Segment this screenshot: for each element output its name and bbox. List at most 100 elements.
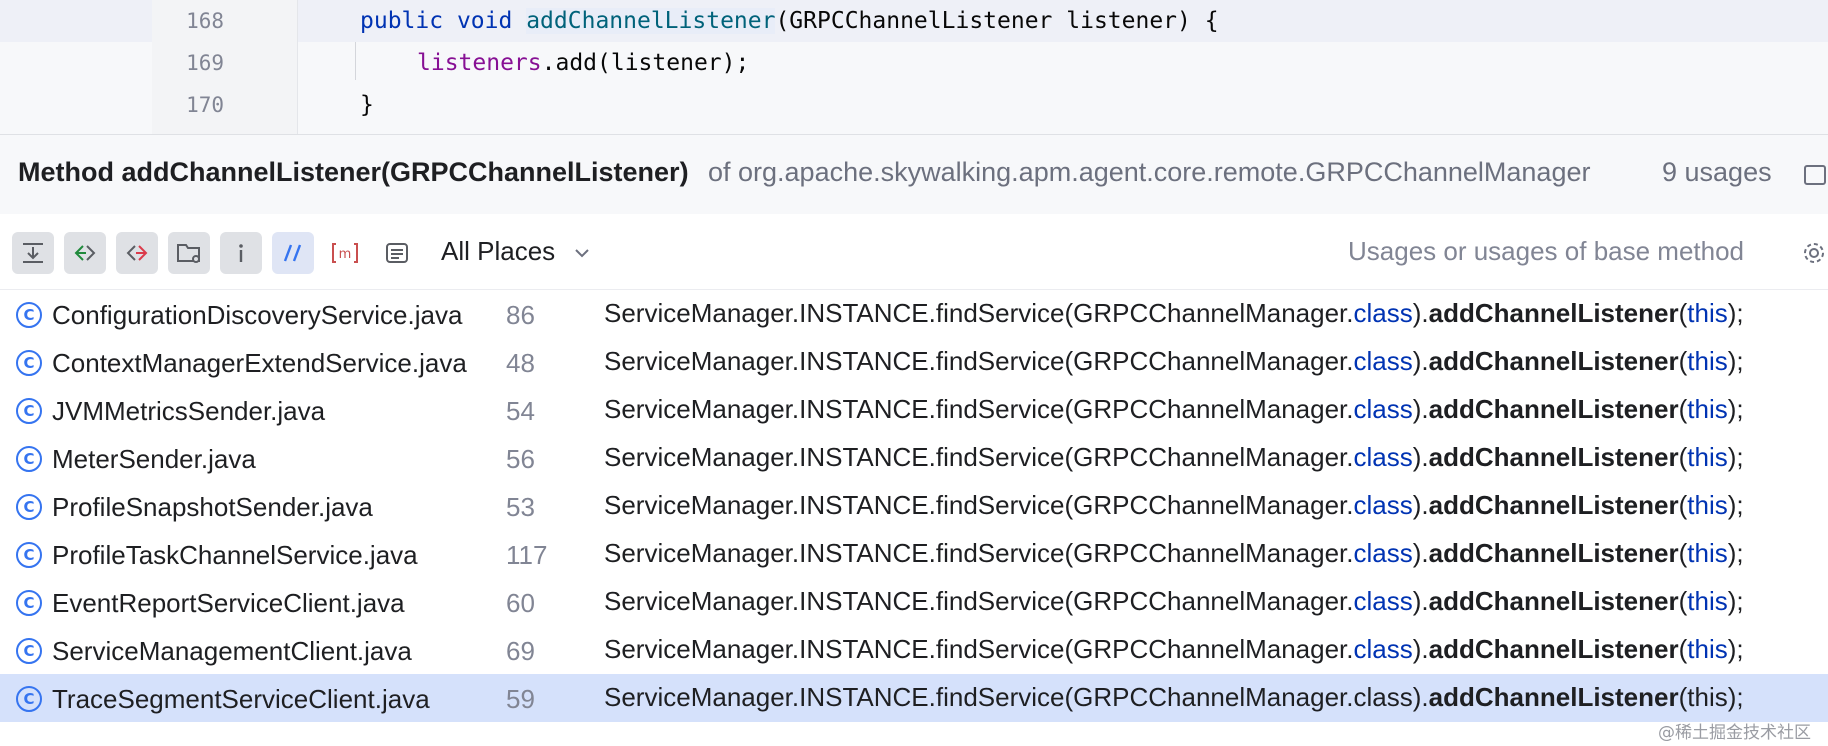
- snippet-close: );: [1727, 538, 1744, 568]
- class-icon: C: [16, 446, 42, 472]
- snippet-close: );: [1727, 346, 1744, 376]
- snippet-keyword-this: this: [1687, 298, 1728, 328]
- snippet-middle: ).: [1412, 538, 1429, 568]
- usage-code-snippet: ServiceManager.INSTANCE.findService(GRPC…: [604, 586, 1744, 617]
- snippet-close: );: [1727, 394, 1744, 424]
- gutter-separator: [297, 0, 298, 134]
- snippet-prefix: ServiceManager.INSTANCE.findService(GRPC…: [604, 586, 1354, 616]
- snippet-method-match: addChannelListener: [1428, 490, 1679, 520]
- usage-code-snippet: ServiceManager.INSTANCE.findService(GRPC…: [604, 634, 1744, 665]
- group-by-directory-icon[interactable]: [168, 232, 210, 274]
- snippet-middle: ).: [1412, 586, 1429, 616]
- gear-icon[interactable]: [1800, 239, 1828, 267]
- code-editor[interactable]: 168 169 170 public void addChannelListen…: [0, 0, 1828, 134]
- find-usages-panel: Method addChannelListener(GRPCChannelLis…: [0, 134, 1828, 746]
- usage-line-number: 48: [506, 348, 535, 378]
- snippet-method-match: addChannelListener: [1428, 442, 1679, 472]
- usage-file-name: MeterSender.java: [52, 444, 256, 474]
- class-icon: C: [16, 686, 42, 712]
- snippet-middle: ).: [1412, 442, 1429, 472]
- usage-row[interactable]: C JVMMetricsSender.java 54 ServiceManager.I…: [0, 386, 1828, 434]
- snippet-method-match: addChannelListener: [1428, 298, 1679, 328]
- snippet-open-paren: (: [1678, 490, 1688, 520]
- navigate-back-icon[interactable]: [64, 232, 106, 274]
- chevron-down-icon[interactable]: [574, 248, 590, 258]
- snippet-close: );: [1727, 682, 1744, 712]
- snippet-keyword-this: this: [1687, 634, 1728, 664]
- snippet-prefix: ServiceManager.INSTANCE.findService(GRPC…: [604, 394, 1354, 424]
- method-icon[interactable]: m: [324, 232, 366, 274]
- snippet-method-match: addChannelListener: [1428, 346, 1679, 376]
- class-icon: C: [16, 350, 42, 376]
- snippet-prefix: ServiceManager.INSTANCE.findService(GRPC…: [604, 442, 1354, 472]
- snippet-open-paren: (: [1678, 394, 1688, 424]
- snippet-prefix: ServiceManager.INSTANCE.findService(GRPC…: [604, 682, 1354, 712]
- usage-file-name: ConfigurationDiscoveryService.java: [52, 300, 463, 330]
- snippet-prefix: ServiceManager.INSTANCE.findService(GRPC…: [604, 298, 1354, 328]
- snippet-close: );: [1727, 586, 1744, 616]
- line-number: 168: [186, 9, 224, 33]
- scope-dropdown[interactable]: All Places: [441, 236, 556, 266]
- open-in-tool-window-icon[interactable]: [1804, 165, 1826, 185]
- field-reference[interactable]: listeners: [417, 50, 542, 76]
- svg-text:m: m: [339, 247, 352, 262]
- snippet-keyword-this: this: [1687, 586, 1728, 616]
- line-number: 169: [186, 51, 224, 75]
- keyword-public: public: [360, 8, 444, 34]
- snippet-middle: ).: [1412, 634, 1429, 664]
- usage-count: 9 usages: [1662, 157, 1772, 187]
- usage-file-name: ProfileTaskChannelService.java: [52, 540, 418, 570]
- line-number: 170: [186, 93, 224, 117]
- usage-line-number: 59: [506, 684, 535, 714]
- snippet-prefix: ServiceManager.INSTANCE.findService(GRPC…: [604, 490, 1354, 520]
- snippet-method-match: addChannelListener: [1428, 394, 1679, 424]
- merge-icon[interactable]: [12, 232, 54, 274]
- snippet-open-paren: (: [1678, 538, 1688, 568]
- usage-code-snippet: ServiceManager.INSTANCE.findService(GRPC…: [604, 538, 1744, 569]
- navigate-forward-icon[interactable]: [116, 232, 158, 274]
- preview-icon[interactable]: [376, 232, 418, 274]
- usage-code-snippet: ServiceManager.INSTANCE.findService(GRPC…: [604, 346, 1744, 377]
- comment-usages-icon[interactable]: [272, 232, 314, 274]
- usage-code-snippet: ServiceManager.INSTANCE.findService(GRPC…: [604, 298, 1744, 329]
- snippet-keyword-this: this: [1687, 490, 1728, 520]
- usage-file-name: ServiceManagementClient.java: [52, 636, 412, 666]
- usage-file-name: ContextManagerExtendService.java: [52, 348, 467, 378]
- usage-line-number: 54: [506, 396, 535, 426]
- code-line-168[interactable]: public void addChannelListener(GRPCChann…: [360, 0, 1219, 42]
- usage-line-number: 117: [506, 540, 548, 570]
- snippet-method-match: addChannelListener: [1428, 634, 1679, 664]
- snippet-keyword-class: class: [1353, 538, 1413, 568]
- method-declaration-name[interactable]: addChannelListener: [526, 8, 776, 34]
- snippet-open-paren: (: [1678, 634, 1688, 664]
- info-icon[interactable]: [220, 232, 262, 274]
- snippet-close: );: [1727, 442, 1744, 472]
- code-line-169[interactable]: listeners.add(listener);: [417, 42, 749, 84]
- snippet-method-match: addChannelListener: [1428, 538, 1679, 568]
- code-line-170[interactable]: }: [360, 84, 374, 126]
- usage-row[interactable]: C ServiceManagementClient.java 69 ServiceMa…: [0, 626, 1828, 674]
- snippet-middle: ).: [1412, 346, 1429, 376]
- snippet-close: );: [1727, 634, 1744, 664]
- class-icon: C: [16, 638, 42, 664]
- closing-brace: }: [360, 92, 374, 118]
- usages-toolbar: m All Places Usages or usages of base me…: [0, 214, 1828, 290]
- snippet-keyword-this: this: [1687, 538, 1728, 568]
- snippet-open-paren: (: [1678, 586, 1688, 616]
- method-call: .add(listener);: [541, 50, 750, 76]
- usage-file-name: JVMMetricsSender.java: [52, 396, 326, 426]
- snippet-middle: ).: [1412, 490, 1429, 520]
- usages-context: of org.apache.skywalking.apm.agent.core.…: [708, 157, 1591, 187]
- class-icon: C: [16, 398, 42, 424]
- usage-code-snippet: ServiceManager.INSTANCE.findService(GRPC…: [604, 442, 1744, 473]
- usage-row[interactable]: C ContextManagerExtendService.java 48 Servi…: [0, 338, 1828, 386]
- filter-hint: Usages or usages of base method: [1348, 236, 1745, 266]
- usage-line-number: 69: [506, 636, 535, 666]
- keyword-void: void: [456, 8, 513, 34]
